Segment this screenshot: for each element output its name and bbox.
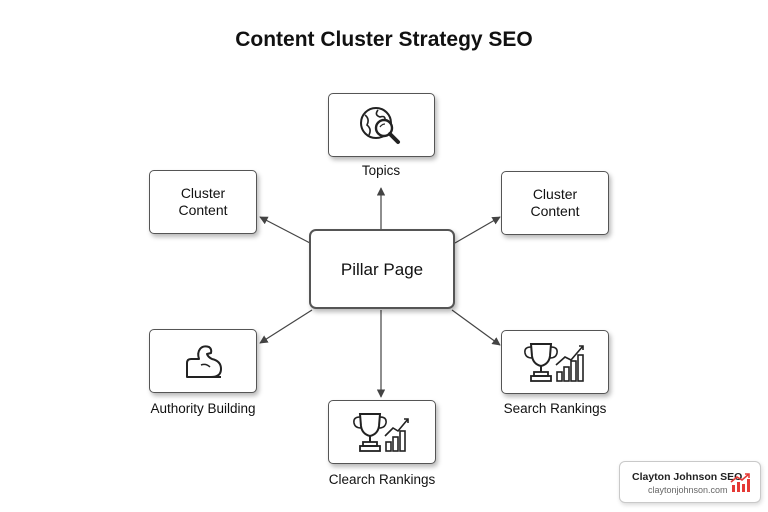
trophy-chart-icon xyxy=(521,338,589,386)
bar-chart-trend-icon xyxy=(730,472,752,499)
cluster-content-left-box: Cluster Content xyxy=(149,170,257,234)
topics-caption: Topics xyxy=(361,163,401,178)
flexed-arm-icon xyxy=(179,341,227,381)
arrow-to-search-rankings xyxy=(451,309,501,346)
diagram-title: Content Cluster Strategy SEO xyxy=(235,28,533,51)
brand-url: claytonjohnson.com xyxy=(648,485,728,495)
search-rankings-caption: Search Rankings xyxy=(503,401,607,416)
pillar-page-box: Pillar Page xyxy=(309,229,455,309)
globe-magnifier-icon xyxy=(356,103,408,147)
arrow-to-cluster-right xyxy=(454,216,501,244)
clearch-rankings-box xyxy=(328,400,436,464)
authority-building-box xyxy=(149,329,257,393)
trophy-chart-icon xyxy=(350,408,414,456)
cluster-content-left-line1: Cluster xyxy=(180,185,226,201)
search-rankings-box xyxy=(501,330,609,394)
clearch-rankings-caption: Clearch Rankings xyxy=(328,472,436,487)
topics-box xyxy=(328,93,435,157)
pillar-page-label: Pillar Page xyxy=(340,259,424,279)
arrow-to-authority xyxy=(259,309,313,344)
brand-name: Clayton Johnson SEO xyxy=(632,471,743,483)
authority-building-caption: Authority Building xyxy=(150,401,256,416)
arrow-to-cluster-left xyxy=(259,216,311,244)
cluster-content-right-box: Cluster Content xyxy=(501,171,609,235)
cluster-content-right-line1: Cluster xyxy=(532,186,578,202)
cluster-content-right-line2: Content xyxy=(530,203,580,219)
cluster-content-left-line2: Content xyxy=(178,202,228,218)
brand-badge[interactable]: Clayton Johnson SEO claytonjohnson.com xyxy=(619,461,761,503)
